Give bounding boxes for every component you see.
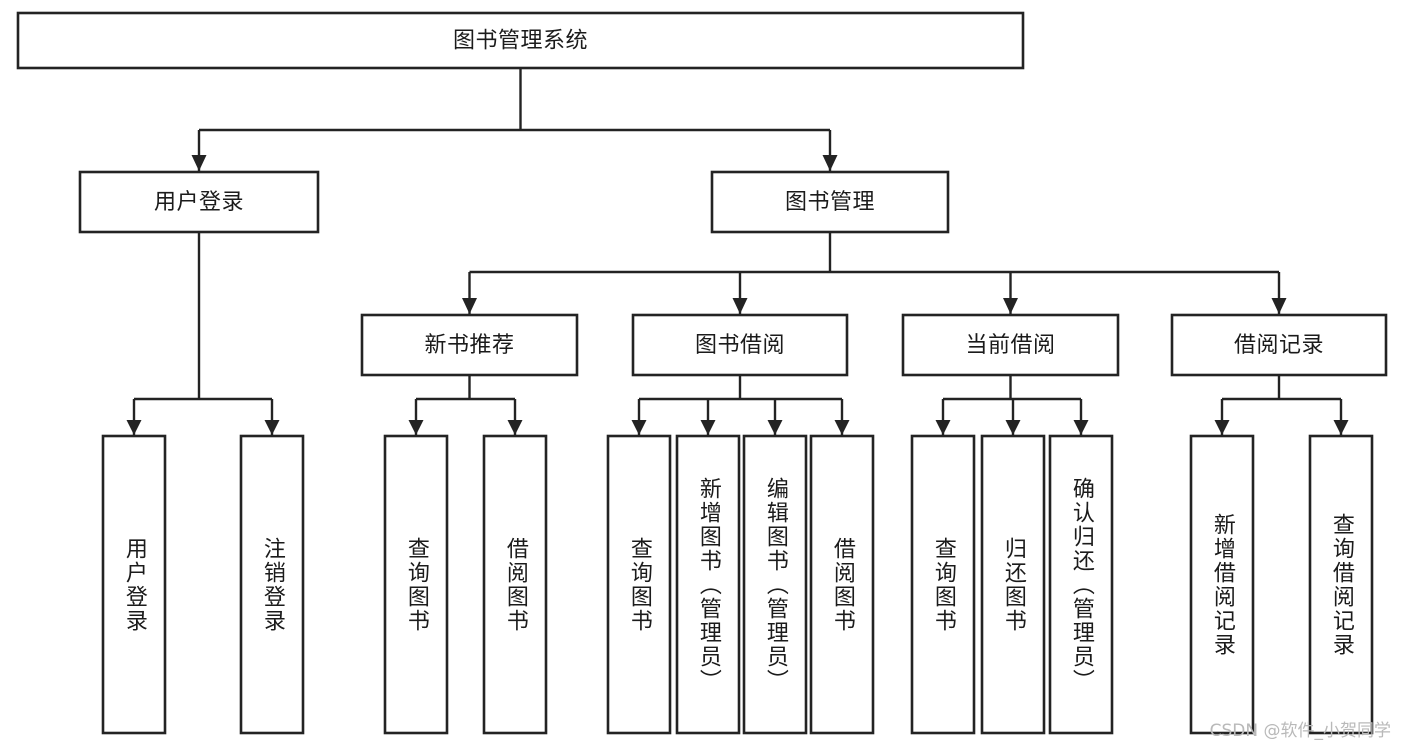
node-leaf-confirm-return[interactable] [1048, 434, 1114, 735]
node-root[interactable] [16, 11, 1025, 70]
node-leaf-borrow-book-1[interactable] [482, 434, 548, 735]
node-current-borrow-label: 当前借阅 [965, 333, 1055, 358]
node-leaf-query-book-3[interactable] [910, 434, 976, 735]
node-user-login-label: 用户登录 [154, 190, 244, 215]
node-new-book-rec[interactable] [360, 313, 579, 377]
node-user-login[interactable] [78, 170, 320, 234]
node-leaf-query-book-2[interactable] [606, 434, 672, 735]
node-leaf-edit-book[interactable] [742, 434, 808, 735]
node-leaf-return-book[interactable] [980, 434, 1046, 735]
node-leaf-query-book-1[interactable] [383, 434, 449, 735]
watermark: CSDN @软件_小贺同学 [1209, 721, 1391, 741]
node-borrow-record-label: 借阅记录 [1234, 333, 1324, 358]
node-leaf-user-login[interactable] [101, 434, 167, 735]
node-book-manage[interactable] [710, 170, 950, 234]
node-book-manage-label: 图书管理 [785, 190, 875, 215]
node-borrow-record[interactable] [1170, 313, 1388, 377]
node-root-label: 图书管理系统 [453, 29, 588, 54]
node-new-book-rec-label: 新书推荐 [424, 333, 514, 358]
node-leaf-user-logout[interactable] [239, 434, 305, 735]
node-leaf-add-record[interactable] [1189, 434, 1255, 735]
node-leaf-add-book[interactable] [675, 434, 741, 735]
node-current-borrow[interactable] [901, 313, 1120, 377]
node-leaf-borrow-book-2[interactable] [809, 434, 875, 735]
connector-edges [126, 68, 1349, 435]
node-book-borrow[interactable] [631, 313, 849, 377]
node-book-borrow-label: 图书借阅 [695, 333, 785, 358]
node-boxes [16, 11, 1388, 735]
node-leaf-query-record[interactable] [1308, 434, 1374, 735]
